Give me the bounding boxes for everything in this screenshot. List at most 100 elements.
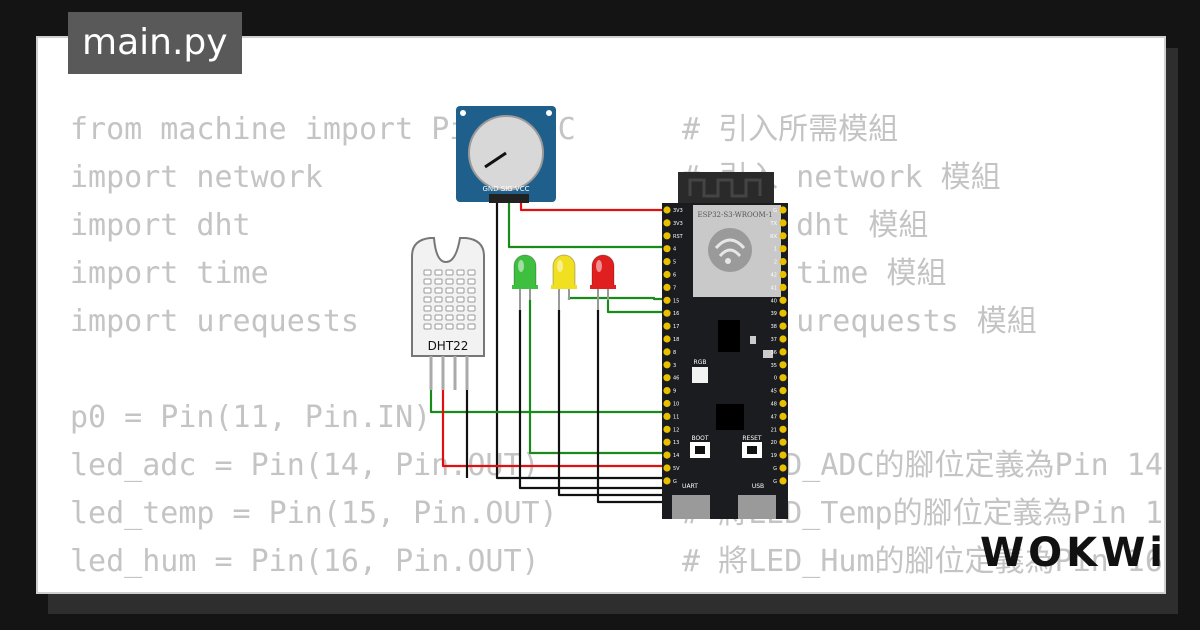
code-text: p0 = Pin(11, Pin.IN) — [70, 400, 432, 435]
potentiometer[interactable]: GND SIG VCC — [456, 106, 556, 203]
pin-right-37[interactable] — [779, 335, 787, 343]
pin-left-7[interactable] — [663, 283, 671, 291]
pin-label-left: 11 — [673, 414, 679, 420]
pin-right-41[interactable] — [779, 283, 787, 291]
file-tab: main.py — [68, 12, 242, 74]
pin-left-17[interactable] — [663, 322, 671, 330]
wire-dht-vcc — [441, 390, 667, 468]
pin-right-45[interactable] — [779, 387, 787, 395]
pin-left-8[interactable] — [663, 348, 671, 356]
vent-slot — [467, 296, 476, 303]
wire-led-green-gnd — [518, 310, 669, 490]
pin-right-39[interactable] — [779, 309, 787, 317]
pin-left-11[interactable] — [663, 412, 671, 420]
code-comment: # 將LED_Hum的腳位定義為Pin 16 — [682, 544, 1163, 579]
pin-left-4[interactable] — [663, 245, 671, 253]
usb-port — [738, 495, 776, 519]
vent-slot — [467, 305, 476, 312]
chip — [718, 320, 740, 352]
vent-slot — [434, 296, 443, 303]
pin-right-40[interactable] — [779, 296, 787, 304]
pin-left-G[interactable] — [663, 477, 671, 485]
pin-left-5V[interactable] — [663, 464, 671, 472]
pin-right-2[interactable] — [779, 258, 787, 266]
pin-label-right: 1 — [774, 247, 777, 253]
pin-label-left: 4 — [673, 247, 676, 253]
pin-left-15[interactable] — [663, 296, 671, 304]
pin-left-14[interactable] — [663, 451, 671, 459]
code-line: led_hum = Pin(16, Pin.OUT)# 將LED_Hum的腳位定… — [70, 538, 1163, 586]
pin-right-21[interactable] — [779, 425, 787, 433]
pin-label-right: 38 — [771, 324, 777, 330]
pin-right-35[interactable] — [779, 361, 787, 369]
pin-left-6[interactable] — [663, 270, 671, 279]
pin-label-right: G — [773, 208, 777, 214]
pin-right-38[interactable] — [779, 322, 787, 330]
boot-label: BOOT — [691, 435, 708, 442]
vent-slot — [423, 305, 432, 312]
vent-slot — [423, 323, 432, 330]
pin-left-3[interactable] — [663, 361, 671, 369]
pin-label-right: 20 — [771, 440, 777, 446]
pin-right-20[interactable] — [779, 438, 787, 446]
module-label: ESP32-S3-WROOM-1 — [697, 211, 772, 219]
pin-right-19[interactable] — [779, 451, 787, 459]
vent-slot — [456, 305, 465, 312]
pin-right-48[interactable] — [779, 399, 787, 408]
vent-slot — [434, 314, 443, 321]
led-yellow[interactable] — [551, 254, 577, 310]
wire-dht-data — [429, 390, 667, 414]
pin-right-TX[interactable] — [779, 219, 787, 227]
led-green[interactable] — [512, 254, 538, 310]
vent-slot — [434, 305, 443, 312]
led-red[interactable] — [590, 254, 616, 310]
vent-slot — [445, 296, 454, 303]
pin-right-RX[interactable] — [779, 232, 787, 240]
pin-right-47[interactable] — [779, 412, 787, 420]
pin-label-left: 13 — [673, 440, 679, 446]
pin-right-36[interactable] — [779, 348, 787, 356]
pin-label-left: 3V3 — [673, 208, 683, 214]
pin-left-12[interactable] — [663, 425, 671, 433]
vent-slot — [423, 287, 432, 294]
vent-slot — [467, 287, 476, 294]
board-pins: 3V33V3RST4567151617188346910111213145VGG… — [663, 206, 787, 485]
pin-label-left: 18 — [673, 337, 679, 343]
pin-label-left: 7 — [673, 285, 676, 291]
pin-left-46[interactable] — [663, 374, 671, 382]
wire-pot-gnd — [495, 202, 667, 480]
code-text: import urequests — [70, 304, 359, 339]
pin-left-9[interactable] — [663, 387, 671, 395]
esp32-s3-board[interactable]: ESP32-S3-WROOM-1 RGB BOOT RESET UART USB… — [662, 172, 788, 519]
pin-right-0[interactable] — [779, 374, 787, 382]
pin-label-right: 48 — [771, 402, 777, 408]
dht22-sensor[interactable]: DHT22 — [411, 237, 485, 390]
pin-label-left: 14 — [673, 453, 679, 459]
pin-left-13[interactable] — [663, 438, 671, 446]
pin-left-3V3[interactable] — [663, 219, 671, 227]
pin-right-G[interactable] — [779, 477, 787, 485]
code-text: import time — [70, 256, 269, 291]
wire-led-red-gnd — [596, 310, 669, 504]
pin-left-5[interactable] — [663, 258, 671, 266]
pin-label-right: RX — [770, 234, 777, 240]
vent-slot — [445, 305, 454, 312]
pin-right-1[interactable] — [779, 245, 787, 253]
leds — [512, 254, 616, 310]
wire-led-green — [528, 300, 667, 455]
pin-left-10[interactable] — [663, 399, 671, 408]
pin-right-G[interactable] — [779, 206, 787, 214]
pin-right-42[interactable] — [779, 270, 787, 279]
pin-right-G[interactable] — [779, 464, 787, 472]
pin-left-16[interactable] — [663, 309, 671, 317]
vent-slot — [456, 314, 465, 321]
pin-left-18[interactable] — [663, 335, 671, 343]
pin-left-3V3[interactable] — [663, 206, 671, 214]
rgb-led — [692, 367, 708, 383]
pin-left-RST[interactable] — [663, 232, 671, 240]
vent-slot — [434, 287, 443, 294]
pin-label-right: 45 — [771, 389, 777, 395]
wire-pot-sig — [507, 202, 667, 249]
